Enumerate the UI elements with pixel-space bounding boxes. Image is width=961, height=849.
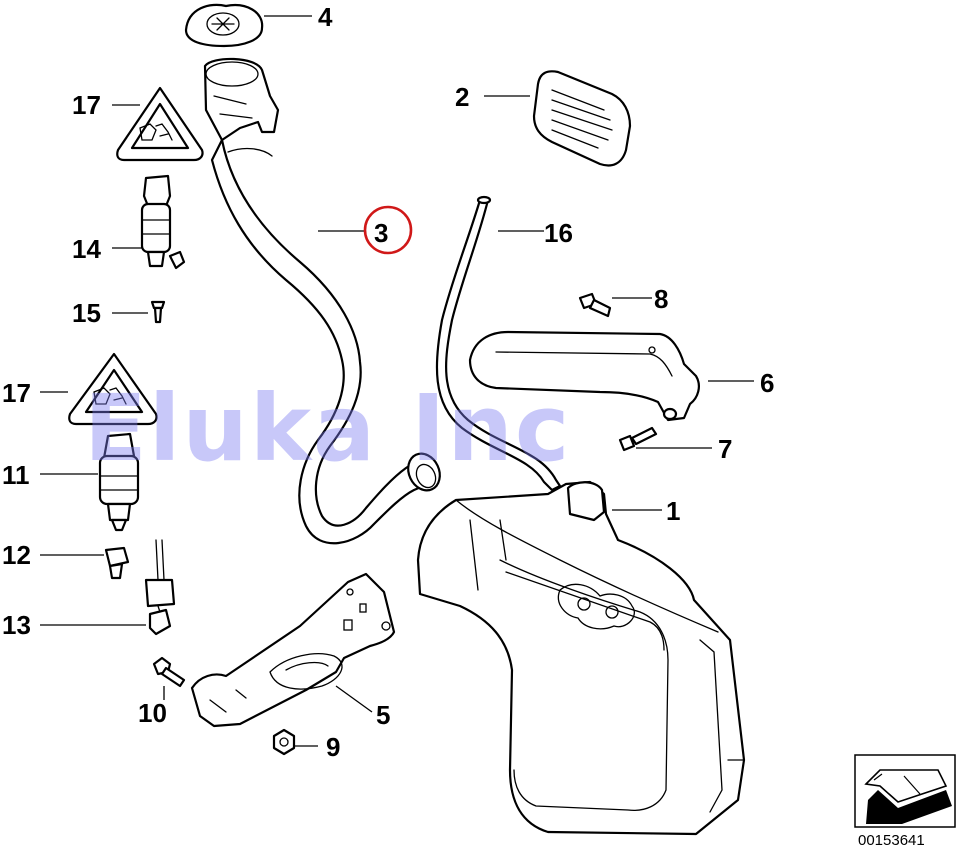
callout-1: 1 bbox=[666, 496, 680, 526]
part-3-filler-hose bbox=[203, 57, 441, 545]
warning-triangle-icon bbox=[93, 387, 127, 405]
watermark: Eluka Inc bbox=[84, 375, 571, 482]
part-7-screw bbox=[618, 426, 658, 452]
warning-triangle-icon bbox=[139, 123, 173, 141]
callout-13: 13 bbox=[2, 610, 31, 640]
callout-12: 12 bbox=[2, 540, 31, 570]
callout-4: 4 bbox=[318, 2, 333, 32]
callout-10: 10 bbox=[138, 698, 167, 728]
highlight-circle bbox=[363, 205, 413, 255]
part-17-warning-triangle-lower bbox=[68, 352, 158, 426]
part-10-bolt bbox=[152, 656, 186, 688]
callout-9: 9 bbox=[326, 732, 340, 762]
next-page-button[interactable] bbox=[854, 754, 956, 828]
leader-lines bbox=[40, 15, 754, 747]
part-16-hose bbox=[435, 195, 562, 492]
callout-7: 7 bbox=[718, 434, 732, 464]
document-number: 00153641 bbox=[858, 832, 925, 849]
callout-2: 2 bbox=[455, 82, 469, 112]
callout-14: 14 bbox=[72, 234, 101, 264]
callout-16: 16 bbox=[544, 218, 573, 248]
part-8-screw bbox=[578, 292, 612, 318]
callout-15: 15 bbox=[72, 298, 101, 328]
callout-17-upper: 17 bbox=[72, 90, 101, 120]
callout-8: 8 bbox=[654, 284, 668, 314]
callout-5: 5 bbox=[376, 700, 390, 730]
callout-6: 6 bbox=[760, 368, 774, 398]
part-11-pump bbox=[98, 432, 140, 532]
callout-17-lower: 17 bbox=[2, 378, 31, 408]
part-4-filler-cap bbox=[184, 3, 264, 48]
part-15-screw bbox=[150, 300, 166, 324]
callout-labels: 4 2 17 3 16 14 8 15 6 17 7 11 1 12 13 10… bbox=[2, 2, 774, 762]
part-9-nut bbox=[272, 728, 296, 756]
callout-3: 3 bbox=[374, 218, 388, 248]
part-1-reservoir bbox=[416, 480, 746, 836]
part-6-bracket bbox=[468, 330, 700, 422]
next-page-arrow-icon bbox=[864, 769, 952, 824]
part-5-bracket bbox=[190, 572, 396, 728]
callout-11: 11 bbox=[2, 460, 30, 490]
part-2-label bbox=[532, 70, 632, 167]
part-14-pump bbox=[140, 174, 186, 270]
part-17-warning-triangle-upper bbox=[116, 86, 204, 162]
part-12-grommet bbox=[104, 546, 130, 580]
part-13-connector bbox=[144, 539, 176, 636]
